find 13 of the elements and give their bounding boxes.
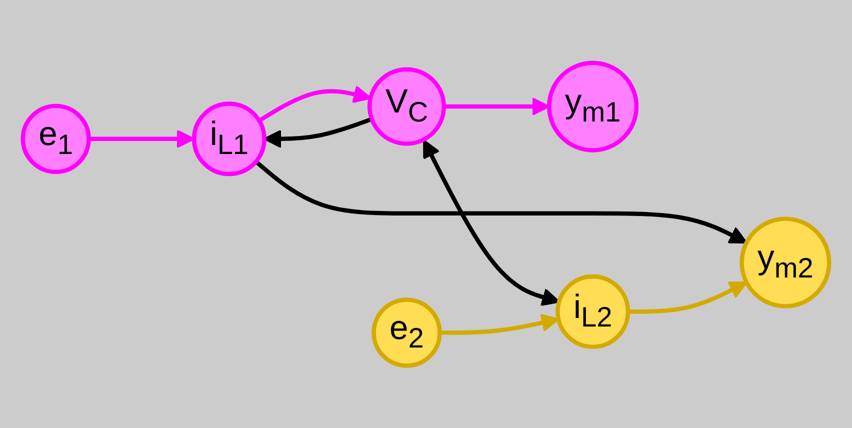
node-circle	[547, 60, 639, 152]
node-circle	[192, 101, 266, 176]
arrow	[423, 139, 560, 306]
arrow	[258, 84, 372, 122]
node-circle	[740, 216, 832, 308]
node-circle	[556, 274, 630, 349]
arrow	[440, 313, 560, 335]
circuit-graph-diagram: y$_{m1}$ e$_{1}$ i$_{L1}$ V$_{C}$ i$_{L2}$ e$_{2}$ y$_{m2}$	[6, 46, 846, 382]
node-circle	[20, 104, 91, 174]
node-circle	[367, 67, 446, 146]
arrow	[628, 281, 748, 314]
node-circle	[372, 297, 442, 368]
arrow	[254, 160, 748, 244]
